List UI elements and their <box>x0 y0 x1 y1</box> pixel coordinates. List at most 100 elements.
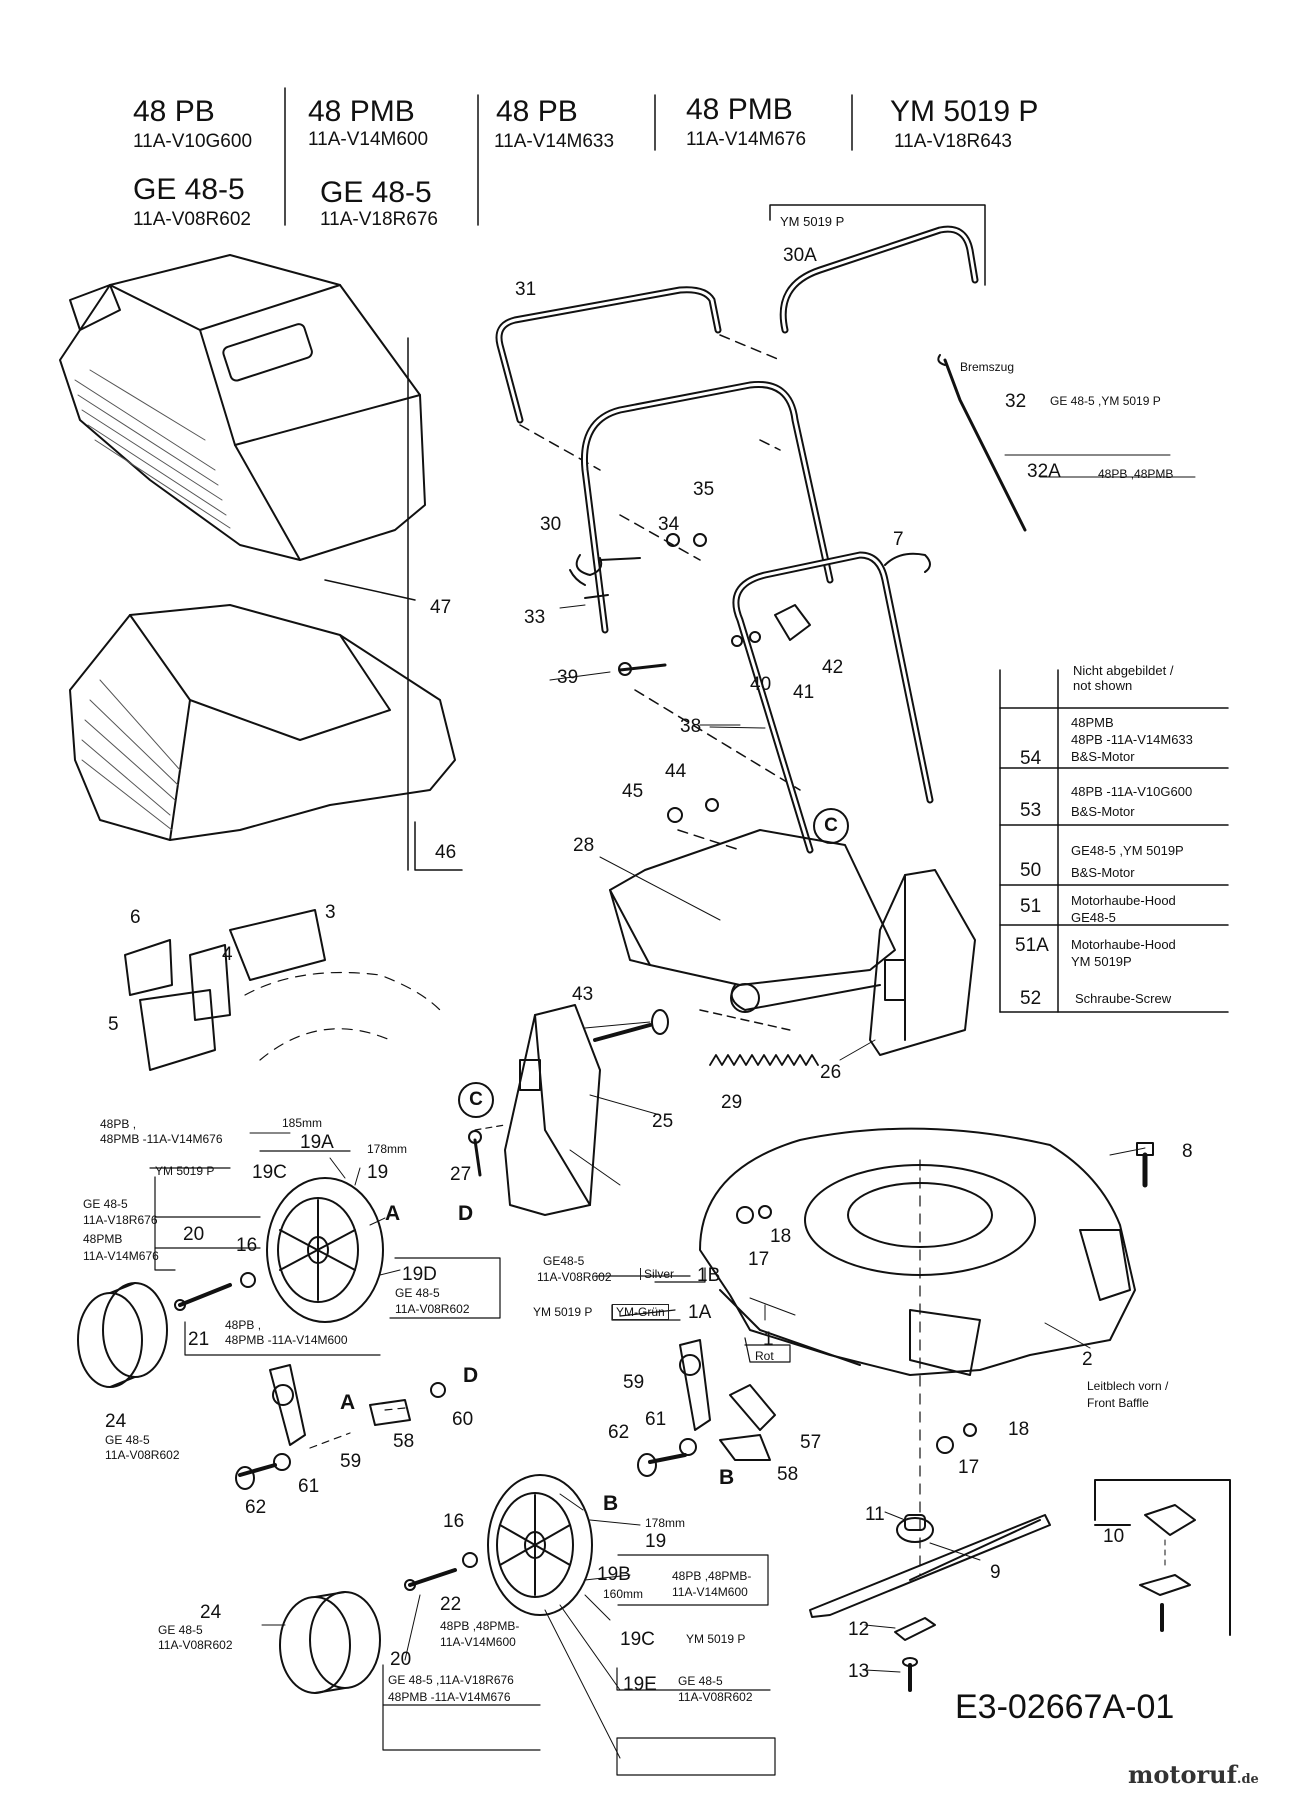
part-number: 61 <box>298 1476 320 1497</box>
ref-letter-c: C <box>813 808 849 844</box>
part-number: 28 <box>573 835 595 856</box>
part-number: 43 <box>572 984 594 1005</box>
table-row-text: 48PMB 48PB -11A-V14M633 B&S-Motor <box>1071 715 1193 764</box>
part-number: 2 <box>1082 1349 1093 1370</box>
part-number: 3 <box>325 902 336 923</box>
part-models: YM 5019 P <box>533 1305 593 1319</box>
part-number: 1B <box>697 1265 721 1286</box>
part-number: 59 <box>623 1372 645 1393</box>
part-number: 26 <box>820 1062 842 1083</box>
part-number: 46 <box>435 842 457 863</box>
part-number: 17 <box>748 1249 770 1270</box>
part-models: 48PB ,48PMB <box>1098 467 1174 481</box>
part-number: 41 <box>793 682 815 703</box>
part-models: GE 48-5 ,11A-V18R676 48PMB -11A-V14M676 <box>388 1673 514 1704</box>
model-code: 11A-V14M600 <box>308 129 429 150</box>
part-number: 25 <box>652 1111 674 1132</box>
table-header: Nicht abgebildet / not shown <box>1073 663 1174 693</box>
part-number: 19B <box>597 1564 631 1585</box>
part-number: 4 <box>222 944 233 965</box>
lower-handle-38 <box>732 551 934 854</box>
part-models: GE 48-5 11A-V08R602 <box>678 1674 753 1704</box>
part-number: 19E <box>623 1674 657 1695</box>
part-models: GE 48-5 <box>83 1197 128 1211</box>
document-id: E3-02667A-01 <box>955 1688 1175 1726</box>
part-number: 58 <box>777 1464 799 1485</box>
rear-flap-28 <box>599 829 896 1013</box>
part-number: 42 <box>822 657 844 678</box>
part-number: 10 <box>1103 1526 1125 1547</box>
side-deflector <box>124 909 441 1071</box>
size-label: 178mm <box>367 1142 408 1156</box>
site-logo: motoruf.de <box>1128 1763 1259 1787</box>
table-row-number: 53 <box>1020 800 1042 821</box>
table-row-text: GE48-5 ,YM 5019P B&S-Motor <box>1071 843 1184 880</box>
handle-inset <box>769 204 986 334</box>
header-separators <box>284 87 853 226</box>
ref-letter-b: B <box>719 1466 735 1489</box>
part-number: 1A <box>688 1302 712 1323</box>
cable-clip-7 <box>884 552 931 573</box>
ref-letter-a: A <box>340 1391 356 1414</box>
hubcap-24a <box>77 1282 168 1388</box>
blade-adapter-10 <box>1094 1479 1231 1636</box>
table-row-number: 50 <box>1020 860 1042 881</box>
part-number: 44 <box>665 761 687 782</box>
part-models: GE 48-5 <box>395 1286 440 1300</box>
part-models: 48PB ,48PMB- 11A-V14M600 <box>440 1619 520 1649</box>
part-number: 39 <box>557 667 579 688</box>
model-name: 48 PB <box>133 95 215 128</box>
part-number: 19A <box>300 1132 334 1153</box>
part-number: 61 <box>645 1409 667 1430</box>
part-number: 1 <box>763 1329 774 1350</box>
part-number: 19C <box>620 1629 655 1650</box>
model-name: GE 48-5 <box>320 176 432 209</box>
part-number: 11 <box>865 1504 885 1525</box>
part-models: 11A-V18R676 <box>83 1213 158 1227</box>
part-number: 6 <box>130 907 141 928</box>
part-number: 9 <box>990 1562 1001 1583</box>
ref-letter-b: B <box>603 1492 619 1515</box>
ref-letter-c: C <box>458 1082 494 1118</box>
part-number: 38 <box>680 716 702 737</box>
part-number: 58 <box>393 1431 415 1452</box>
part-number: 17 <box>958 1457 980 1478</box>
table-row-number: 52 <box>1020 988 1042 1009</box>
table-row-text: 48PB -11A-V10G600 B&S-Motor <box>1071 784 1193 819</box>
part-number: 35 <box>693 479 715 500</box>
hardware-handle <box>569 533 811 823</box>
part-models: 11A-V08R602 <box>395 1302 470 1316</box>
part-number: 16 <box>236 1235 258 1256</box>
model-name: 48 PMB <box>308 95 415 128</box>
wheel-19a <box>266 1177 384 1323</box>
part-models: GE 48-5 ,YM 5019 P <box>1050 394 1161 408</box>
table-row-text: Motorhaube-Hood GE48-5 <box>1071 893 1176 925</box>
part-number: 47 <box>430 597 452 618</box>
color-label: YM-Grün <box>612 1304 669 1320</box>
part-number: 21 <box>188 1329 210 1350</box>
part-number: 19C <box>252 1162 287 1183</box>
part-number: 40 <box>750 674 772 695</box>
height-adjuster-left <box>235 1364 446 1490</box>
upper-handle-31 <box>495 286 722 424</box>
part-number: 20 <box>390 1649 412 1670</box>
part-number: 62 <box>245 1497 267 1518</box>
part-number: 19 <box>645 1531 667 1552</box>
part-number: 19D <box>402 1264 437 1285</box>
part-number: 30A <box>783 245 817 266</box>
table-row-number: 51A <box>1015 935 1049 956</box>
brake-cable <box>937 354 1196 532</box>
part-number: 20 <box>183 1224 205 1245</box>
model-name: YM 5019 P <box>890 95 1039 128</box>
blade-assembly <box>809 1511 1051 1692</box>
ref-letter-d: D <box>458 1202 474 1225</box>
rear-hinge-bracket-26 <box>839 869 976 1061</box>
table-row-text: Motorhaube-Hood YM 5019P <box>1071 937 1176 969</box>
model-code: 11A-V18R643 <box>894 131 1012 152</box>
part-number: 31 <box>515 279 537 300</box>
part-models: YM 5019 P <box>155 1164 215 1178</box>
part-number: 62 <box>608 1422 630 1443</box>
part-models: GE 48-5 11A-V08R602 <box>158 1623 233 1652</box>
part-number: 13 <box>848 1661 870 1682</box>
part-number: 18 <box>770 1226 792 1247</box>
